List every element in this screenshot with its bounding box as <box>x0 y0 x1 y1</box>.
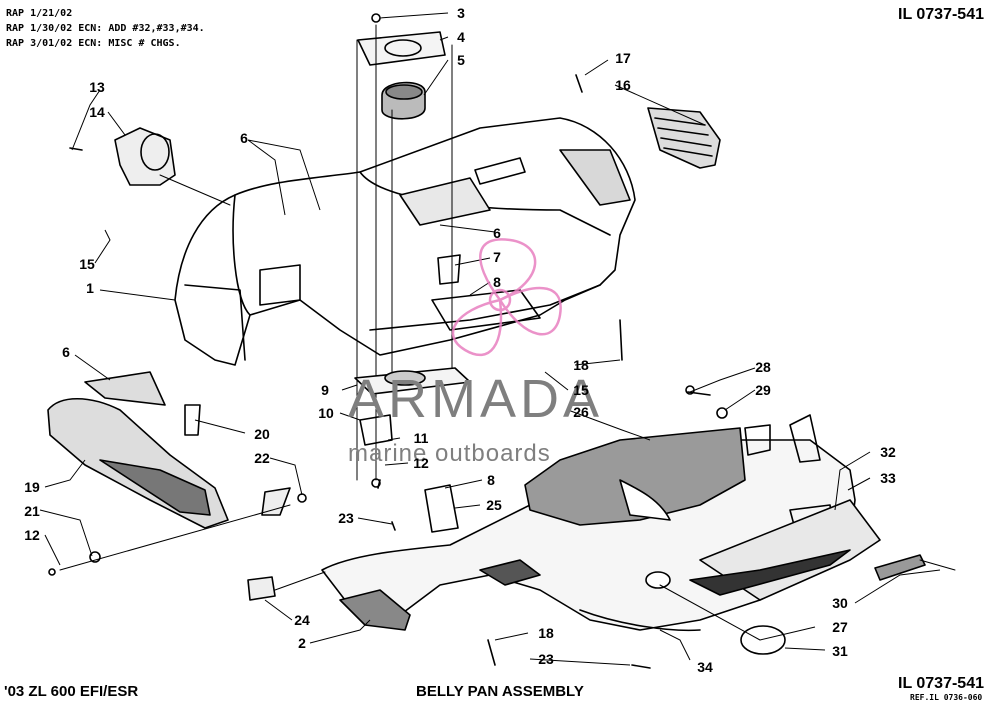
revision-line-1: RAP 1/21/02 <box>6 8 73 19</box>
cap-27 <box>740 625 786 655</box>
callout-number: 9 <box>321 382 329 398</box>
callout-number: 13 <box>89 79 105 95</box>
callout-number: 22 <box>254 450 270 466</box>
callout-number: 30 <box>832 595 848 611</box>
watermark-tagline: marine outboards <box>348 440 551 467</box>
assembly-title: BELLY PAN ASSEMBLY <box>416 683 584 700</box>
callout-number: 8 <box>487 472 495 488</box>
callout-number: 3 <box>457 5 465 21</box>
wrap-26 <box>524 427 746 526</box>
callout-number: 7 <box>493 249 501 265</box>
callout-number: 26 <box>573 404 589 420</box>
callout-number: 11 <box>413 430 429 446</box>
callout-number: 23 <box>538 651 554 667</box>
callout-number: 12 <box>413 455 429 471</box>
callout-number: 18 <box>538 625 554 641</box>
callout-number: 32 <box>880 444 896 460</box>
callout-number: 15 <box>79 256 95 272</box>
reference-number: REF.IL 0736-060 <box>910 693 983 702</box>
callout-number: 25 <box>486 497 502 513</box>
revision-line-2: RAP 1/30/02 ECN: ADD #32,#33,#34. <box>6 23 205 34</box>
callout-number: 12 <box>24 527 40 543</box>
vent-16 <box>647 107 721 169</box>
revision-line-3: RAP 3/01/02 ECN: MISC # CHGS. <box>6 38 181 49</box>
callout-number: 16 <box>615 77 631 93</box>
tunnel-assembly <box>174 117 636 366</box>
callout-number: 29 <box>755 382 771 398</box>
callout-number: 23 <box>338 510 354 526</box>
callout-number: 28 <box>755 359 771 375</box>
callout-number: 5 <box>457 52 465 68</box>
callout-number: 20 <box>254 426 270 442</box>
callout-number: 1 <box>86 280 94 296</box>
callout-number: 15 <box>573 382 589 398</box>
callout-number: 8 <box>493 274 501 290</box>
illustration-number-bottom: IL 0737-541 <box>898 675 984 692</box>
duct-14 <box>114 127 176 186</box>
callout-number: 19 <box>24 479 40 495</box>
callout-number: 31 <box>832 643 848 659</box>
callout-number: 34 <box>697 659 713 675</box>
callout-number: 6 <box>493 225 501 241</box>
callout-number: 17 <box>615 50 631 66</box>
callout-number: 27 <box>832 619 848 635</box>
panel-6 <box>84 371 166 406</box>
callout-number: 14 <box>89 104 105 120</box>
callout-number: 18 <box>573 357 589 373</box>
plate-4 <box>357 31 446 66</box>
callout-number: 2 <box>298 635 306 651</box>
callout-number: 33 <box>880 470 896 486</box>
illustration-number-top: IL 0737-541 <box>898 6 984 23</box>
callout-number: 6 <box>62 344 70 360</box>
callout-number: 10 <box>318 405 334 421</box>
callout-number: 4 <box>457 29 465 45</box>
callout-number: 24 <box>294 612 310 628</box>
watermark-brand: ARMADA <box>348 369 604 429</box>
callout-number: 6 <box>240 130 248 146</box>
model-label: '03 ZL 600 EFI/ESR <box>4 683 139 700</box>
callout-number: 21 <box>24 503 40 519</box>
